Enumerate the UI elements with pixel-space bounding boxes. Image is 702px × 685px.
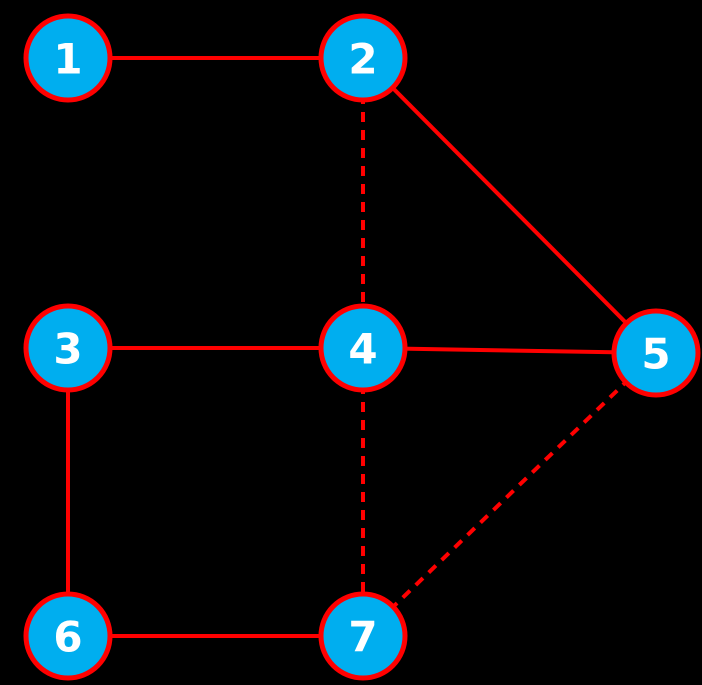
node-label-4: 4 <box>348 325 377 374</box>
node-label-3: 3 <box>53 325 82 374</box>
node-label-7: 7 <box>348 613 377 662</box>
graph-node-5[interactable]: 5 <box>611 308 701 398</box>
node-layer: 1 2 3 4 5 6 7 <box>23 13 701 681</box>
graph-node-4[interactable]: 4 <box>318 303 408 393</box>
node-label-2: 2 <box>348 35 377 84</box>
graph-node-7[interactable]: 7 <box>318 591 408 681</box>
node-circle-1[interactable] <box>23 13 113 103</box>
graph-edge-2-5 <box>361 56 658 355</box>
graph-node-1[interactable]: 1 <box>23 13 113 103</box>
node-circle-3[interactable] <box>23 303 113 393</box>
graph-edge-5-7 <box>361 351 658 638</box>
node-circle-2[interactable] <box>318 13 408 103</box>
node-circle-6[interactable] <box>23 591 113 681</box>
edge-layer <box>66 56 658 638</box>
graph-node-6[interactable]: 6 <box>23 591 113 681</box>
node-circle-5[interactable] <box>611 308 701 398</box>
graph-edge-4-5 <box>362 346 657 355</box>
graph-node-2[interactable]: 2 <box>318 13 408 103</box>
node-label-1: 1 <box>53 35 82 84</box>
graph-node-3[interactable]: 3 <box>23 303 113 393</box>
node-label-6: 6 <box>53 613 82 662</box>
node-label-5: 5 <box>641 330 670 379</box>
node-circle-7[interactable] <box>318 591 408 681</box>
node-circle-4[interactable] <box>318 303 408 393</box>
